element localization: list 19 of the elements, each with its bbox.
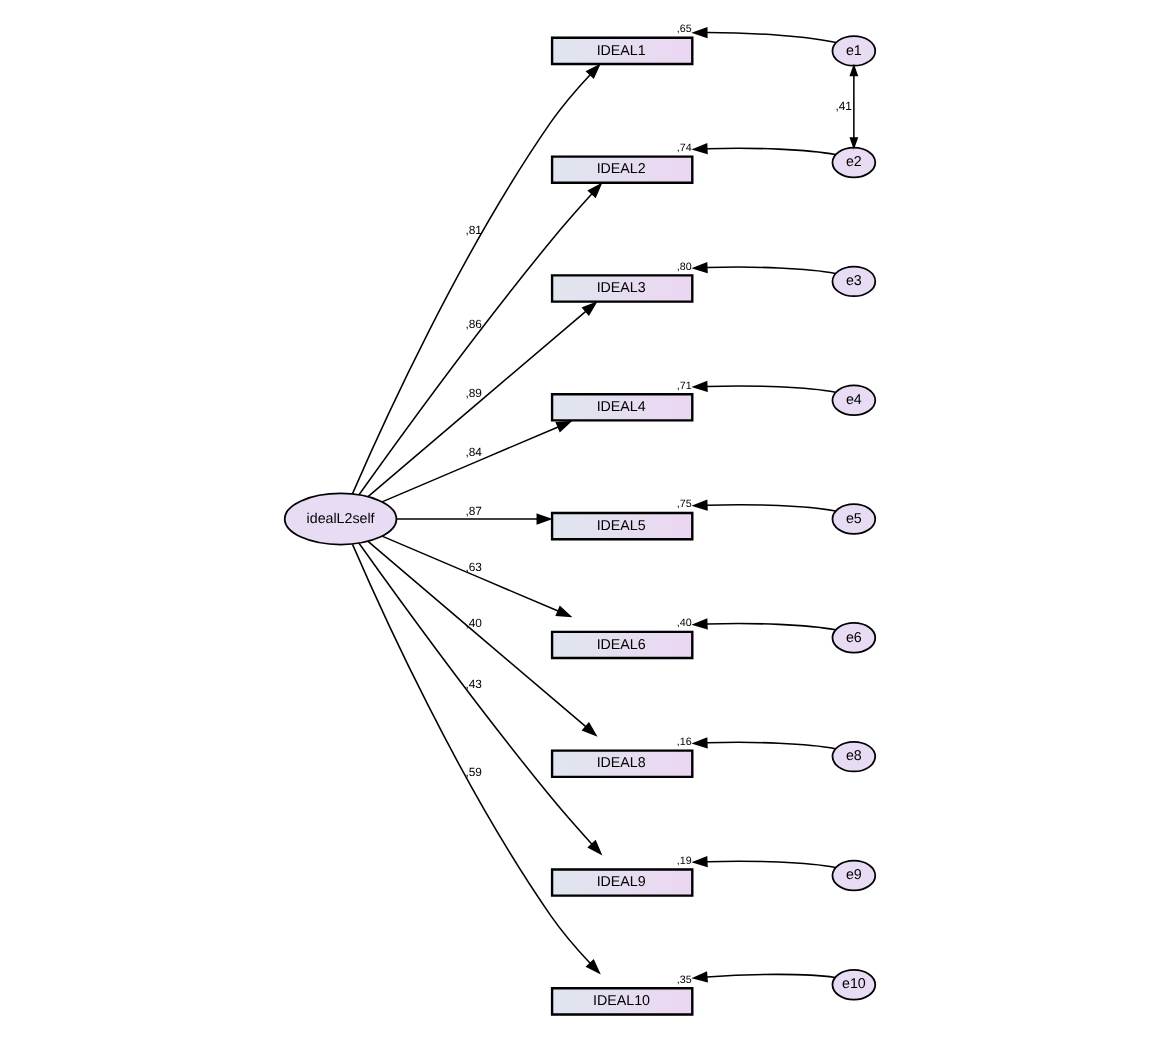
arrow <box>849 63 859 150</box>
arrow <box>351 543 601 975</box>
arrow <box>367 301 598 498</box>
arrow <box>395 513 553 525</box>
arrow <box>358 542 603 856</box>
arrow <box>691 737 837 750</box>
arrow <box>691 143 837 156</box>
arrow <box>351 63 601 495</box>
arrow <box>691 261 837 275</box>
arrow <box>358 182 603 496</box>
arrow <box>691 855 837 869</box>
arrow <box>691 380 837 393</box>
arrow <box>381 420 573 503</box>
arrow <box>691 971 836 983</box>
arrow <box>367 540 598 737</box>
arrow <box>691 499 837 512</box>
arrow <box>691 618 837 631</box>
arrow <box>691 26 837 44</box>
arrow <box>381 535 573 618</box>
